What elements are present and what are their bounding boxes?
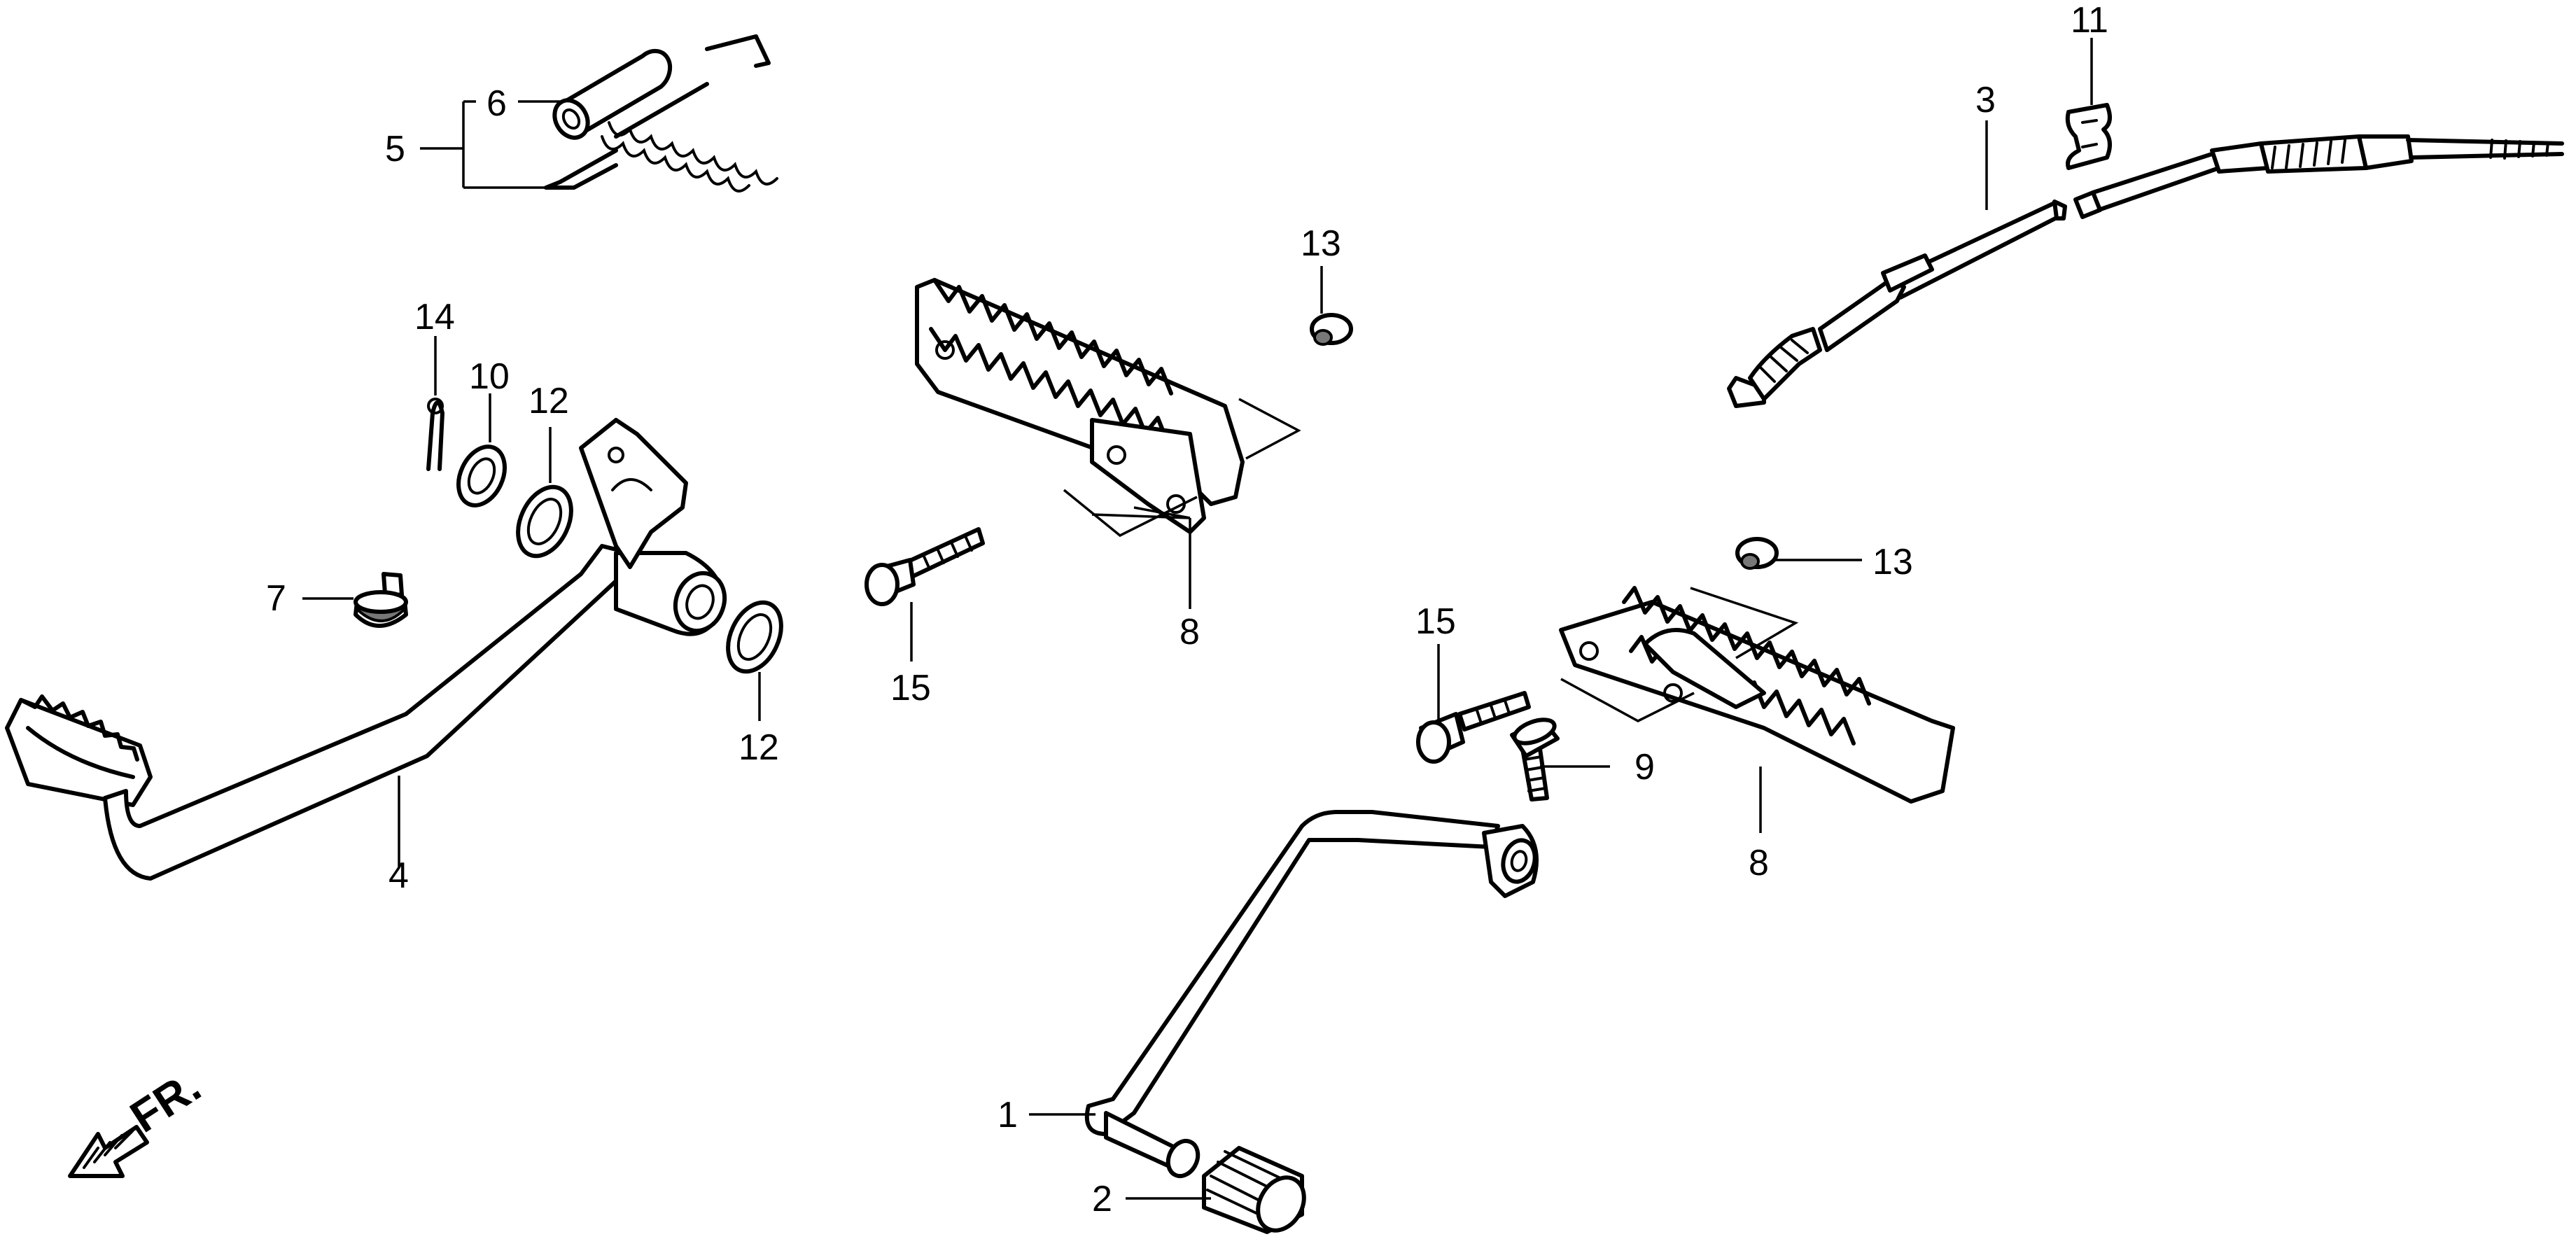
washer-part xyxy=(456,444,507,507)
brake-pedal-part xyxy=(5,418,727,881)
callout-15-upper: 15 xyxy=(890,668,931,708)
callout-14: 14 xyxy=(414,297,455,337)
callout-8-upper: 8 xyxy=(1180,612,1200,652)
collar-part xyxy=(552,48,673,140)
callout-6: 6 xyxy=(486,83,507,124)
flange-nut-part-upper xyxy=(1310,313,1353,346)
bolt-part xyxy=(1510,718,1560,802)
flange-bolt-part-upper xyxy=(864,527,985,606)
callout-13-lower: 13 xyxy=(1872,542,1913,582)
brake-cable-part xyxy=(1727,200,2067,408)
footpeg-part-upper xyxy=(915,278,1245,534)
flange-nut-part-lower xyxy=(1735,537,1779,570)
cotter-pin-part xyxy=(426,398,444,471)
callout-5: 5 xyxy=(385,129,405,169)
dust-seal-part-upper xyxy=(516,484,573,559)
callout-15-lower: 15 xyxy=(1415,601,1456,642)
callout-1: 1 xyxy=(997,1095,1018,1135)
leader-lines xyxy=(302,38,2093,1200)
callout-12-upper: 12 xyxy=(528,381,569,421)
callout-7: 7 xyxy=(266,578,286,619)
brake-cable-rod-part xyxy=(2073,134,2564,219)
callout-8-lower: 8 xyxy=(1749,843,1769,883)
change-pedal-part xyxy=(1084,810,1539,1179)
flange-bolt-part-lower xyxy=(1416,691,1531,764)
callout-4: 4 xyxy=(388,855,409,896)
adjusting-nut-part xyxy=(354,572,408,628)
callout-2: 2 xyxy=(1092,1179,1112,1219)
callout-13-upper: 13 xyxy=(1301,223,1341,264)
dust-seal-part-lower xyxy=(726,600,783,674)
callout-labels: 1 2 3 4 5 6 7 8 8 9 10 11 12 12 13 13 14… xyxy=(266,0,2108,1219)
callout-12-lower: 12 xyxy=(738,727,779,768)
front-direction-indicator: FR. xyxy=(68,1060,209,1178)
callout-9: 9 xyxy=(1634,747,1655,788)
cable-clip-part xyxy=(2065,103,2112,170)
callout-11: 11 xyxy=(2071,0,2108,41)
footpeg-part-lower xyxy=(1559,586,1955,804)
callout-3: 3 xyxy=(1975,80,1996,120)
rubber-tip-part xyxy=(1202,1146,1306,1234)
callout-10: 10 xyxy=(469,356,510,397)
